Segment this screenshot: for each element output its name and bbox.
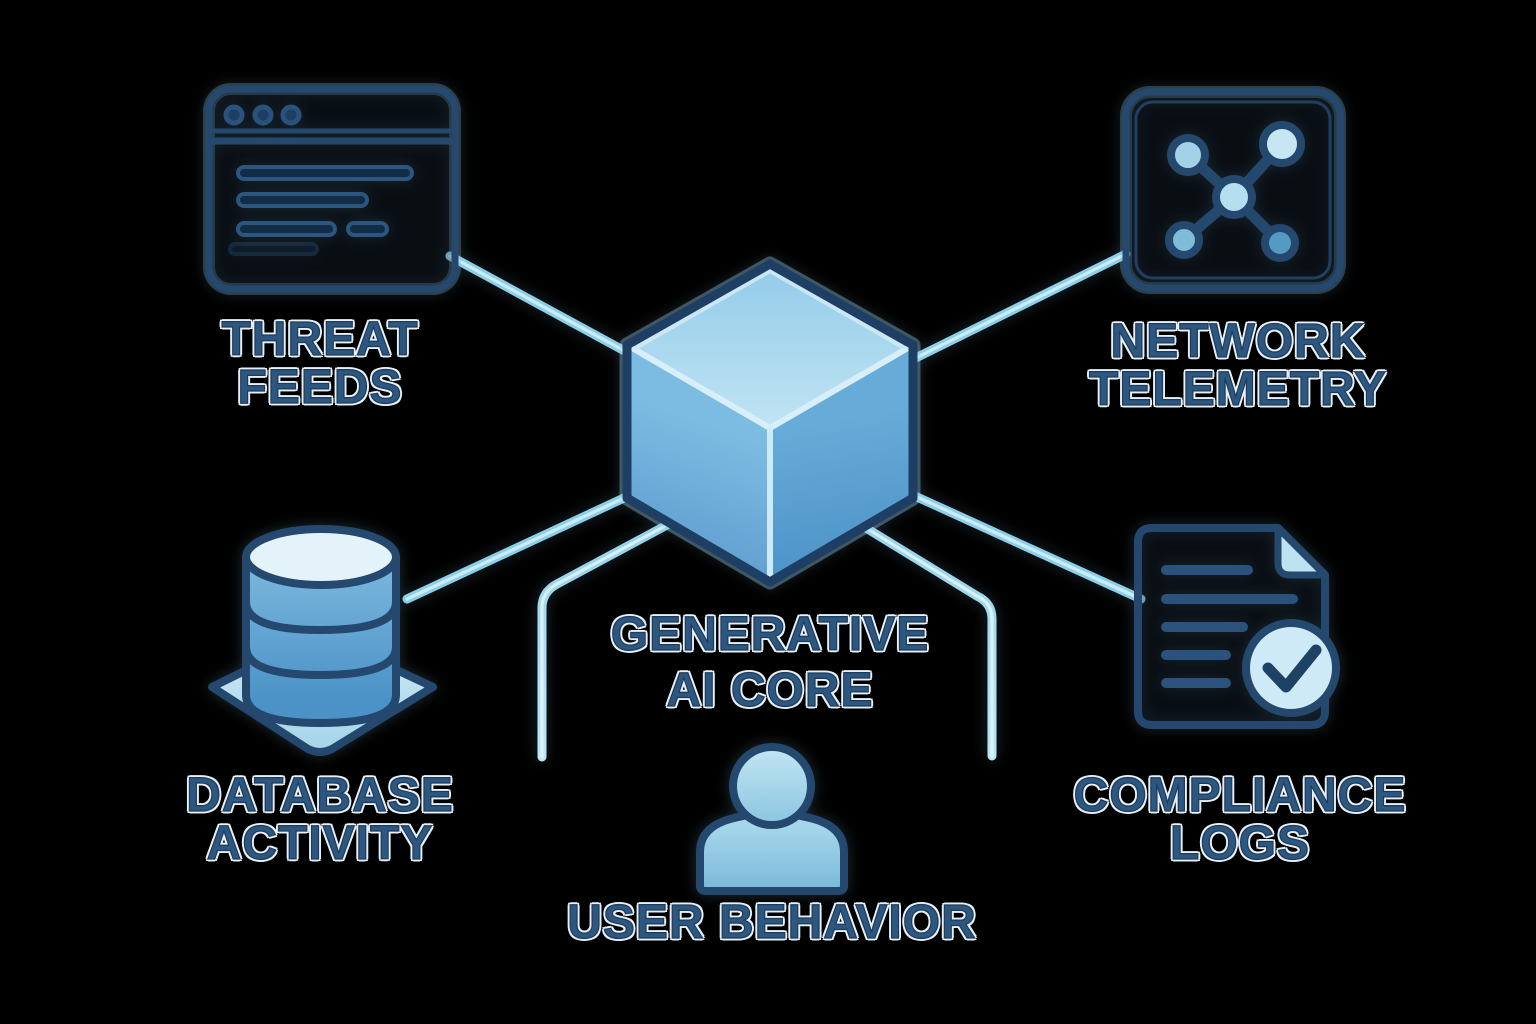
document-checkmark-icon <box>1134 524 1340 729</box>
label-line: GENERATIVE <box>610 607 930 661</box>
label-line: COMPLIANCE <box>1073 769 1407 822</box>
label-line: ACTIVITY <box>206 817 434 870</box>
connector-drop-left <box>537 469 767 762</box>
label-line: THREAT <box>221 313 419 366</box>
connector-drop-right <box>773 469 997 761</box>
label-user-behavior: USER BEHAVIOR <box>567 896 977 949</box>
database-band-divider <box>242 601 400 635</box>
label-line: NETWORK <box>1110 315 1366 368</box>
label-line: DATABASE <box>186 769 454 822</box>
browser-text-lines <box>228 165 414 256</box>
browser-traffic-dots <box>223 104 302 126</box>
label-generative-ai-core: GENERATIVE AI CORE <box>610 607 930 719</box>
label-line: LOGS <box>1169 817 1311 870</box>
cube-3d-icon <box>619 256 921 590</box>
document-folded-corner <box>1274 524 1329 579</box>
label-line: USER BEHAVIOR <box>567 896 977 949</box>
browser-window-icon <box>203 83 461 295</box>
label-line: TELEMETRY <box>1088 363 1387 416</box>
checkmark-badge <box>1242 619 1340 717</box>
person-icon <box>696 743 848 895</box>
label-threat-feeds: THREAT FEEDS <box>221 313 419 414</box>
document-text-lines <box>1161 565 1298 688</box>
label-line: FEEDS <box>237 361 403 414</box>
checkmark-glyph <box>1262 644 1322 693</box>
label-network-telemetry: NETWORK TELEMETRY <box>1088 315 1387 416</box>
network-nodes-icon <box>1120 86 1346 294</box>
label-compliance-logs: COMPLIANCE LOGS <box>1073 769 1407 870</box>
label-line: AI CORE <box>666 663 874 717</box>
database-cylinder-icon <box>208 525 437 756</box>
label-database-activity: DATABASE ACTIVITY <box>186 769 454 870</box>
network-node-circles <box>1165 121 1305 262</box>
